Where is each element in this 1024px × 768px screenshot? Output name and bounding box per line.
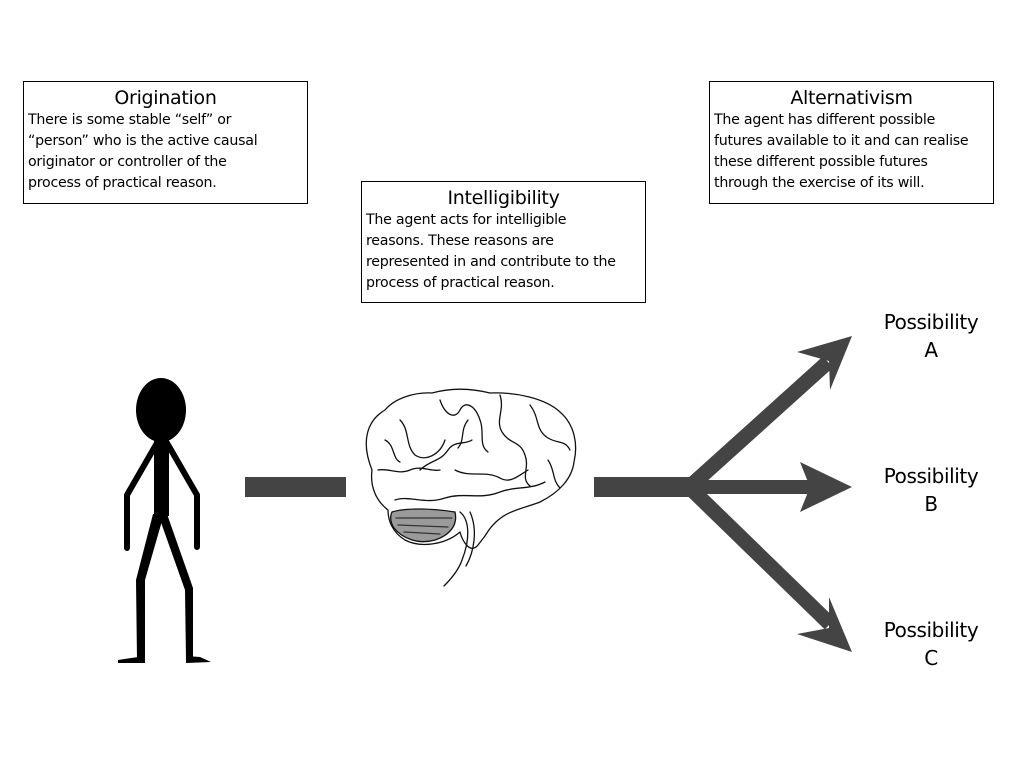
brain-fold bbox=[439, 399, 489, 453]
possibility-a-word: Possibility bbox=[883, 310, 979, 334]
origination-description: There is some stable “self” or “person” … bbox=[28, 110, 303, 194]
connector-bar bbox=[245, 477, 346, 497]
stick-figure-right-leg bbox=[158, 514, 193, 660]
brain-fold bbox=[399, 419, 446, 459]
origination-box: Origination There is some stable “self” … bbox=[23, 81, 308, 204]
branching-arrows bbox=[594, 336, 852, 652]
brain-cerebellum-lines bbox=[395, 517, 453, 535]
origination-line: There is some stable “self” or bbox=[28, 112, 232, 128]
arrow-b-shaft bbox=[686, 480, 821, 494]
arrow-a-head bbox=[797, 336, 852, 390]
arrow-b-head bbox=[800, 462, 852, 512]
alternativism-line: The agent has different possible bbox=[714, 112, 936, 128]
alternativism-box: Alternativism The agent has different po… bbox=[709, 81, 994, 204]
stick-figure-left-foot bbox=[118, 656, 145, 663]
stick-figure-left-leg bbox=[136, 514, 164, 660]
stick-figure-icon bbox=[118, 378, 211, 663]
alternativism-description: The agent has different possible futures… bbox=[714, 110, 989, 194]
brain-fold bbox=[454, 469, 529, 481]
origination-line: process of practical reason. bbox=[28, 175, 217, 191]
brain-fold bbox=[419, 439, 473, 471]
intelligibility-title: Intelligibility bbox=[447, 187, 560, 209]
possibility-b-label: Possibility B bbox=[866, 462, 996, 518]
alternativism-line: futures available to it and can realise bbox=[714, 133, 969, 149]
stick-figure-head bbox=[136, 378, 186, 442]
possibility-c-letter: C bbox=[924, 646, 938, 670]
brain-fold bbox=[377, 467, 441, 473]
arrow-stem bbox=[594, 477, 692, 497]
possibility-c-word: Possibility bbox=[883, 618, 979, 642]
intelligibility-line: reasons. These reasons are bbox=[366, 233, 554, 249]
arrow-c-head bbox=[797, 597, 852, 652]
brain-icon bbox=[365, 388, 577, 587]
stick-figure-torso bbox=[154, 440, 169, 516]
brain-fold bbox=[384, 439, 401, 463]
stick-figure-right-foot bbox=[186, 656, 211, 663]
arrow-a-shaft bbox=[680, 356, 834, 496]
brain-fold bbox=[457, 419, 469, 449]
brain-stem bbox=[443, 511, 476, 587]
possibility-b-letter: B bbox=[924, 492, 938, 516]
brain-fold bbox=[529, 404, 571, 451]
possibility-c-label: Possibility C bbox=[866, 616, 996, 672]
brain-fold bbox=[547, 459, 561, 489]
possibility-a-letter: A bbox=[924, 338, 938, 362]
origination-line: originator or controller of the bbox=[28, 154, 227, 170]
arrow-c-shaft bbox=[682, 480, 836, 630]
intelligibility-line: The agent acts for intelligible bbox=[366, 212, 567, 228]
intelligibility-line: process of practical reason. bbox=[366, 275, 555, 291]
alternativism-line: these different possible futures bbox=[714, 154, 928, 170]
intelligibility-line: represented in and contribute to the bbox=[366, 254, 616, 270]
brain-fold bbox=[394, 481, 546, 502]
stick-figure-right-arm bbox=[164, 440, 200, 550]
intelligibility-description: The agent acts for intelligible reasons.… bbox=[366, 210, 641, 294]
possibility-a-label: Possibility A bbox=[866, 308, 996, 364]
brain-fold bbox=[498, 394, 531, 487]
alternativism-line: through the exercise of its will. bbox=[714, 175, 925, 191]
origination-line: “person” who is the active causal bbox=[28, 133, 258, 149]
intelligibility-box: Intelligibility The agent acts for intel… bbox=[361, 181, 646, 303]
alternativism-title: Alternativism bbox=[790, 87, 913, 109]
origination-title: Origination bbox=[114, 87, 217, 109]
stick-figure-left-arm bbox=[124, 440, 160, 551]
possibility-b-word: Possibility bbox=[883, 464, 979, 488]
